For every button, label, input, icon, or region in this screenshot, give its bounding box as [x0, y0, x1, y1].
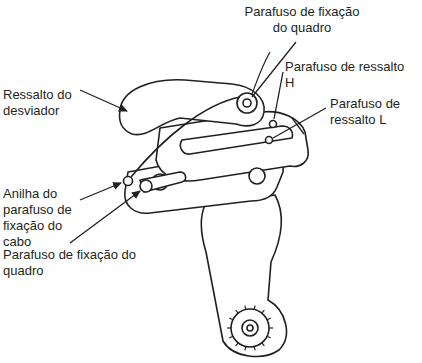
pulley-tooth — [262, 310, 264, 313]
shift-cable — [131, 97, 240, 177]
cable-clamp-tab — [140, 172, 186, 192]
leader-arrow — [80, 183, 121, 200]
pulley-tooth — [269, 327, 273, 328]
leader-arrow — [80, 90, 127, 111]
pulley-tooth — [267, 336, 271, 338]
cable-fixing-bolt — [140, 180, 152, 192]
frame-bolt — [237, 93, 257, 113]
pulley-tooth — [254, 306, 256, 310]
cage-plate — [201, 195, 286, 356]
leader-arrow — [70, 191, 140, 243]
lower-pulley — [231, 309, 269, 347]
leader-line — [274, 72, 283, 119]
part-label: Anilha do parafuso de fixação do cabo — [3, 186, 74, 250]
pulley-tooth — [236, 310, 238, 313]
pulley-tooth — [244, 306, 246, 310]
pulley-tooth — [229, 318, 233, 320]
pulley-tooth — [267, 318, 271, 320]
pulley-tooth — [236, 343, 238, 346]
body-slot — [180, 126, 292, 154]
cable-washer — [124, 177, 133, 186]
cable-housing — [252, 52, 270, 94]
part-label: Parafuso de fixação do quadro — [244, 4, 361, 36]
pulley-tooth — [227, 327, 231, 328]
pulley-tooth — [229, 336, 233, 338]
pivot-bolt — [249, 168, 265, 184]
lower-pulley-hub — [242, 320, 258, 336]
pulley-tooth — [254, 347, 256, 351]
pulley-tooth — [262, 343, 264, 346]
part-label: Ressalto do desviador — [3, 87, 74, 119]
part-label: Parafuso de ressalto L — [330, 96, 403, 128]
cross-mark — [292, 118, 304, 134]
part-label: Parafuso de fixação do quadro — [3, 247, 138, 279]
part-label: Parafuso de ressalto H — [285, 59, 407, 91]
derailleur-hanger — [120, 80, 265, 135]
frame-bolt-center — [243, 99, 251, 107]
lower-pulley-bolt — [247, 325, 253, 331]
limit-screw-h — [270, 121, 277, 128]
pulley-teeth — [227, 306, 273, 351]
limit-screw-l — [266, 137, 273, 144]
pulley-tooth — [244, 347, 246, 351]
leader-line — [273, 108, 326, 138]
